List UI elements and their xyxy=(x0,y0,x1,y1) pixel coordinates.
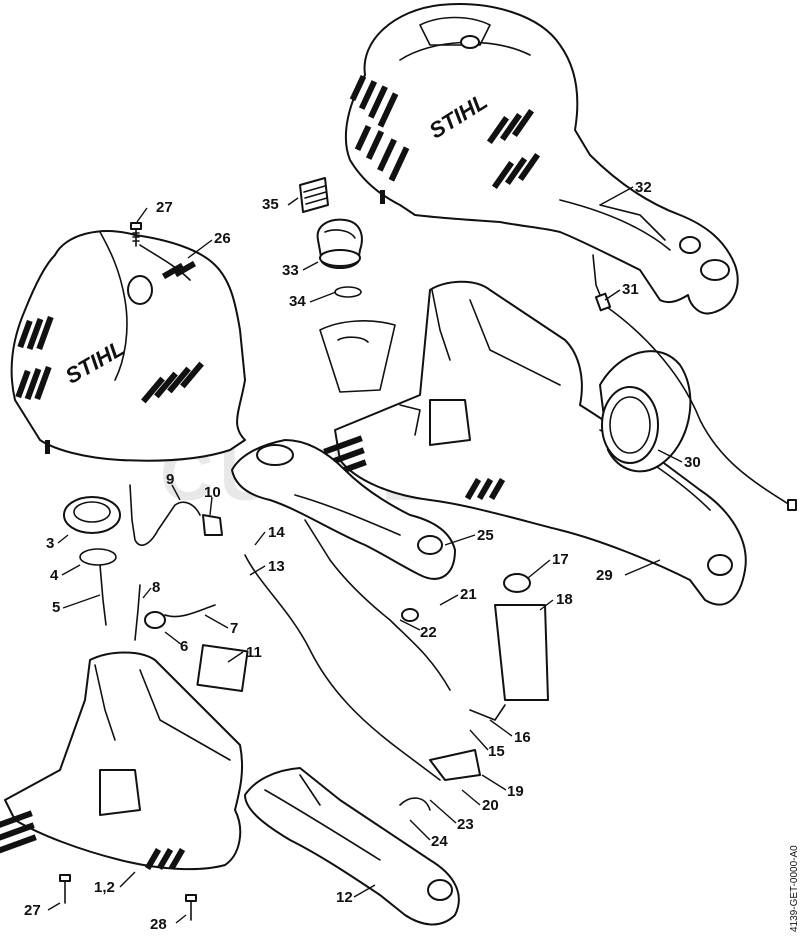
fan-housing-left: STIHL xyxy=(10,230,246,462)
throttle-cable xyxy=(592,254,797,511)
callout-17: 17 xyxy=(552,551,569,568)
callout-3: 3 xyxy=(46,535,54,552)
callout-22: 22 xyxy=(420,624,437,641)
callout-30: 30 xyxy=(684,454,701,471)
callout-31: 31 xyxy=(622,281,639,298)
callout-11: 11 xyxy=(246,644,262,661)
drawing-code: 4139-GET-0000-A0 xyxy=(789,845,800,932)
callout-24: 24 xyxy=(431,833,448,850)
tank-cap-upper xyxy=(316,218,396,393)
callout-26: 26 xyxy=(214,230,231,247)
callout-29: 29 xyxy=(596,567,613,584)
callout-5: 5 xyxy=(52,599,60,616)
handle-shell-lower xyxy=(244,767,460,926)
filter-pad xyxy=(299,177,329,213)
wiring xyxy=(244,519,549,811)
callout-9: 9 xyxy=(166,471,174,488)
callout-23: 23 xyxy=(457,816,474,833)
callout-27-top: 27 xyxy=(156,199,173,216)
callout-21: 21 xyxy=(460,586,477,603)
callout-34: 34 xyxy=(289,293,306,310)
engine-housing-left xyxy=(0,651,244,871)
callout-6: 6 xyxy=(180,638,188,655)
screw-27-bottom xyxy=(59,874,71,904)
callout-19: 19 xyxy=(507,783,524,800)
callout-27-bottom: 27 xyxy=(24,902,41,919)
tank-cap-lower xyxy=(63,496,121,626)
tube-housing xyxy=(231,439,456,580)
callout-32: 32 xyxy=(635,179,652,196)
leader-lines xyxy=(47,186,683,924)
callout-18: 18 xyxy=(556,591,573,608)
callout-1-2: 1,2 xyxy=(94,879,115,896)
callout-labels: 27 26 35 32 33 34 31 9 10 3 30 14 25 4 1… xyxy=(24,179,701,933)
callout-28: 28 xyxy=(150,916,167,933)
callout-25: 25 xyxy=(477,527,494,544)
callout-10: 10 xyxy=(204,484,221,501)
screw-28 xyxy=(185,894,197,921)
engine-housing-right xyxy=(323,280,747,606)
callout-12: 12 xyxy=(336,889,353,906)
callout-33: 33 xyxy=(282,262,299,279)
callout-20: 20 xyxy=(482,797,499,814)
callout-13: 13 xyxy=(268,558,285,575)
callout-16: 16 xyxy=(514,729,531,746)
callout-4: 4 xyxy=(50,567,59,584)
callout-7: 7 xyxy=(230,620,238,637)
callout-8: 8 xyxy=(152,579,160,596)
callout-35: 35 xyxy=(262,196,279,213)
screw-27-top xyxy=(130,222,142,247)
fan-housing-top: STIHL xyxy=(344,3,739,315)
callout-14: 14 xyxy=(268,524,285,541)
fan-ring xyxy=(599,350,692,473)
callout-15: 15 xyxy=(488,743,505,760)
fuel-line xyxy=(129,484,249,693)
